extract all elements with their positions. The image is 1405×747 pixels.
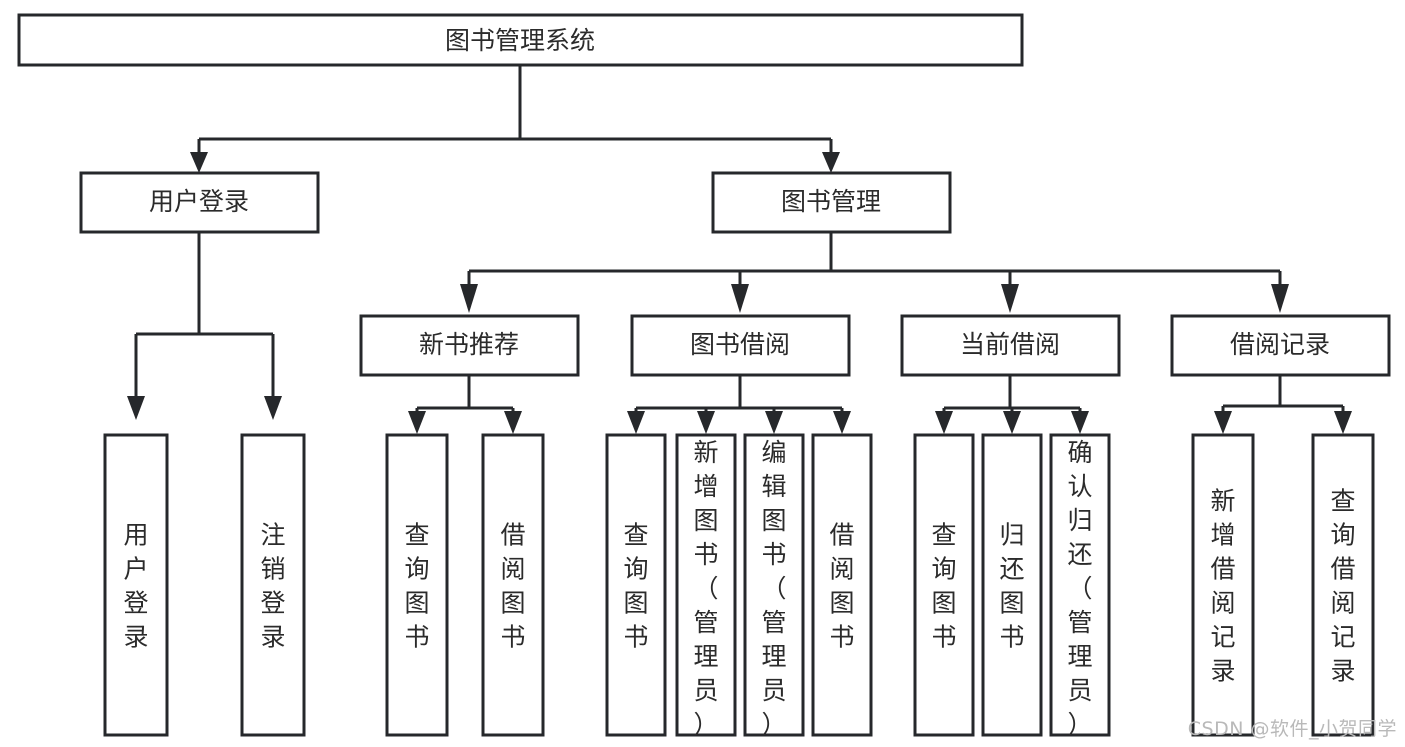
leaf-borrow-book-1-box[interactable] (481, 433, 545, 737)
leaf-confirm-return-label: 确认归还（管理员） (1067, 438, 1092, 739)
arrow-to-leaf-query-book-1 (408, 411, 426, 434)
arrow-to-user-login (190, 152, 208, 173)
leaf-logout-login-label: 注销登录 (260, 521, 285, 652)
arrow-to-leaf-edit-book (765, 411, 783, 434)
csdn-watermark: CSDN @软件_小贺同学 (1187, 718, 1397, 740)
leaf-return-book-box[interactable] (981, 433, 1043, 737)
arrow-to-leaf-query-book-2 (627, 411, 645, 434)
arrow-to-current-borrow (1001, 284, 1019, 313)
connector-book-borrow-children (634, 376, 844, 418)
node-user-login[interactable]: 用户登录 (79, 171, 320, 234)
node-root-label: 图书管理系统 (445, 26, 595, 55)
arrow-to-leaf-query-book-3 (935, 411, 953, 434)
leaf-node[interactable]: 确认归还（管理员） (1049, 433, 1111, 739)
leaf-user-login-box[interactable] (103, 433, 169, 737)
node-current-borrow-label: 当前借阅 (960, 330, 1060, 359)
node-root[interactable]: 图书管理系统 (17, 13, 1024, 67)
leaf-query-book-3-box[interactable] (913, 433, 975, 737)
leaf-node[interactable]: 查询图书 (913, 433, 975, 737)
arrow-to-leaf-user-login (127, 396, 145, 420)
connector-root-to-level2 (197, 66, 833, 158)
leaf-add-book-box[interactable] (675, 433, 737, 737)
arrow-to-leaf-confirm-return (1071, 411, 1089, 434)
connector-borrow-record-children (1221, 376, 1345, 418)
leaf-query-book-3-label: 查询图书 (931, 521, 956, 652)
arrow-to-leaf-borrow-book-1 (504, 411, 522, 434)
node-user-login-box[interactable] (79, 171, 320, 234)
arrow-to-leaf-add-book (697, 411, 715, 434)
leaf-logout-login-box[interactable] (240, 433, 306, 737)
leaf-borrow-book-1-label: 借阅图书 (500, 521, 525, 652)
arrow-to-leaf-query-record (1334, 411, 1352, 434)
leaf-node[interactable]: 查询图书 (605, 433, 667, 737)
leaf-borrow-book-2-box[interactable] (811, 433, 873, 737)
node-current-borrow[interactable]: 当前借阅 (900, 314, 1121, 377)
leaf-node[interactable]: 新增图书（管理员） (675, 433, 737, 739)
node-book-manage-label: 图书管理 (781, 187, 881, 216)
node-borrow-record-box[interactable] (1170, 314, 1391, 377)
leaf-user-login-label: 用户登录 (123, 521, 148, 652)
leaf-node[interactable]: 编辑图书（管理员） (743, 433, 805, 739)
leaf-node[interactable]: 新增借阅记录 (1191, 433, 1255, 737)
node-book-manage[interactable]: 图书管理 (711, 171, 952, 234)
node-borrow-record[interactable]: 借阅记录 (1170, 314, 1391, 377)
leaf-node[interactable]: 用户登录 (103, 433, 169, 737)
leaf-node[interactable]: 借阅图书 (811, 433, 873, 737)
connector-new-book-recommend-children (415, 376, 515, 418)
arrow-to-book-manage (822, 152, 840, 173)
arrow-to-leaf-add-record (1214, 411, 1232, 434)
node-user-login-label: 用户登录 (149, 187, 249, 216)
node-book-borrow-label: 图书借阅 (690, 330, 790, 359)
node-new-book-recommend-box[interactable] (359, 314, 580, 377)
leaf-edit-book-label: 编辑图书（管理员） (761, 438, 786, 739)
leaf-add-record-label: 新增借阅记录 (1210, 487, 1235, 686)
leaf-node[interactable]: 归还图书 (981, 433, 1043, 737)
connector-book-manage-children (467, 233, 1282, 288)
arrow-to-leaf-borrow-book-2 (833, 411, 851, 434)
node-current-borrow-box[interactable] (900, 314, 1121, 377)
leaf-node[interactable]: 借阅图书 (481, 433, 545, 737)
leaf-node[interactable]: 注销登录 (240, 433, 306, 737)
connector-layer (127, 66, 1352, 434)
leaf-layer: 用户登录 注销登录 查询图书 借阅图书 查询图书 新增图书（管理员） 编辑图书（… (103, 433, 1375, 739)
arrow-to-borrow-record (1271, 284, 1289, 313)
connector-user-login-children (134, 233, 275, 400)
leaf-query-book-1-label: 查询图书 (404, 521, 429, 652)
arrow-to-book-borrow (731, 284, 749, 313)
leaf-query-book-2-box[interactable] (605, 433, 667, 737)
leaf-query-book-2-label: 查询图书 (623, 521, 648, 652)
node-root-box[interactable] (17, 13, 1024, 67)
leaf-borrow-book-2-label: 借阅图书 (829, 521, 854, 652)
leaf-node[interactable]: 查询借阅记录 (1311, 433, 1375, 737)
node-new-book-recommend-label: 新书推荐 (419, 330, 519, 359)
node-new-book-recommend[interactable]: 新书推荐 (359, 314, 580, 377)
arrow-to-leaf-logout-login (264, 396, 282, 420)
leaf-query-record-label: 查询借阅记录 (1330, 487, 1355, 686)
leaf-query-record-box[interactable] (1311, 433, 1375, 737)
node-book-borrow[interactable]: 图书借阅 (630, 314, 851, 377)
leaf-add-book-label: 新增图书（管理员） (693, 438, 718, 739)
node-book-borrow-box[interactable] (630, 314, 851, 377)
arrow-to-new-book-recommend (460, 284, 478, 313)
leaf-node[interactable]: 查询图书 (385, 433, 449, 737)
leaf-return-book-label: 归还图书 (999, 521, 1024, 652)
node-book-manage-box[interactable] (711, 171, 952, 234)
arrow-to-leaf-return-book (1003, 411, 1021, 434)
leaf-add-record-box[interactable] (1191, 433, 1255, 737)
node-borrow-record-label: 借阅记录 (1230, 330, 1330, 359)
leaf-confirm-return-box[interactable] (1049, 433, 1111, 737)
leaf-query-book-1-box[interactable] (385, 433, 449, 737)
leaf-edit-book-box[interactable] (743, 433, 805, 737)
